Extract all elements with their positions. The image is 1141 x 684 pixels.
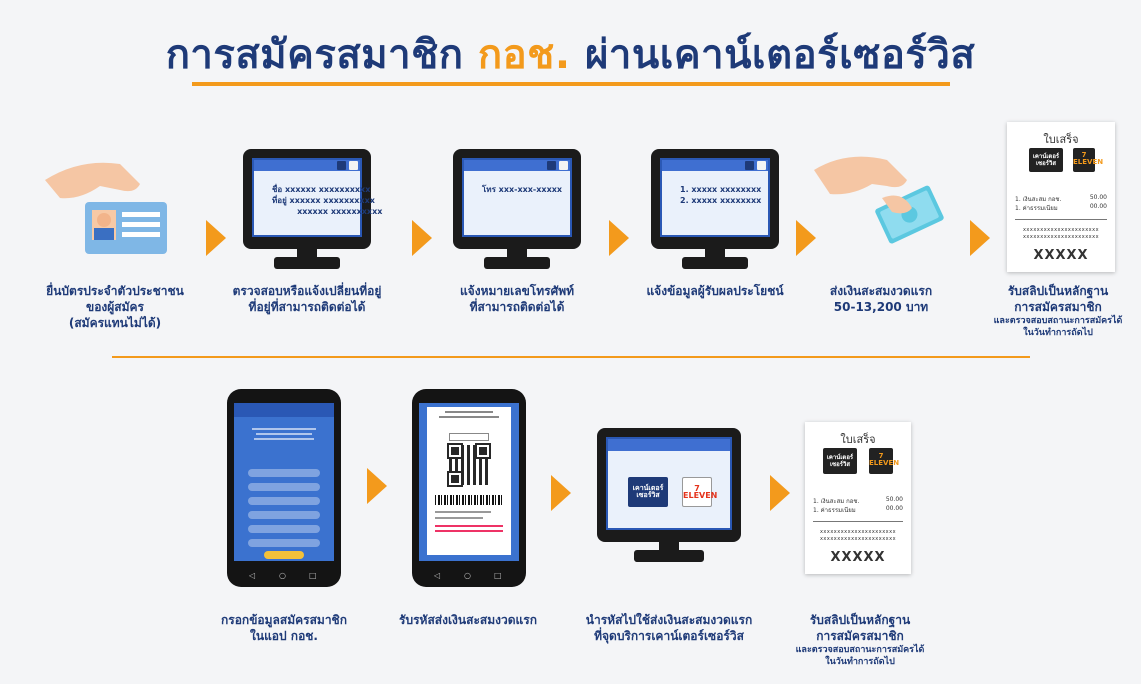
counter-service-logo: เคาน์เตอร์ เซอร์วิส xyxy=(1029,148,1063,172)
arrow-icon xyxy=(796,220,816,256)
step-top-5-caption: ส่งเงินสะสมงวดแรก 50-13,200 บาท xyxy=(829,284,933,314)
receipt-code: XXXXX xyxy=(1033,248,1089,263)
receipt-top: ใบเสร็จ เคาน์เตอร์ เซอร์วิส 7 ELEVEN 1. … xyxy=(1007,122,1115,272)
submit-button xyxy=(264,551,304,559)
seven-eleven-logo: 7 ELEVEN xyxy=(869,448,899,474)
step-top-2-caption: ตรวจสอบหรือแจ้งเปลี่ยนที่อยู่ ที่อยู่ที่… xyxy=(232,284,382,314)
step-bottom-1-caption: กรอกข้อมูลสมัครสมาชิก ในแอป กอช. xyxy=(221,613,347,643)
arrow-icon xyxy=(412,220,432,256)
receipt-title: ใบเสร็จ xyxy=(840,433,876,446)
arrow-icon xyxy=(770,475,790,511)
phone-app-form: ◁○□ xyxy=(227,389,341,587)
seven-eleven-logo: 7 ELEVEN xyxy=(682,477,717,507)
step-bottom-2-caption: รับรหัสส่งเงินสะสมงวดแรก xyxy=(399,613,537,627)
id-card-hand-icon xyxy=(40,150,180,260)
arrow-icon xyxy=(551,475,571,511)
arrow-icon xyxy=(367,468,387,504)
seven-eleven-logo: 7 ELEVEN xyxy=(1073,148,1103,172)
step-bottom-4-caption: รับสลิปเป็นหลักฐาน การสมัครสมาชิก และตรว… xyxy=(795,613,925,667)
arrow-icon xyxy=(206,220,226,256)
cash-hand-icon xyxy=(812,150,952,260)
step-top-4-caption: แจ้งข้อมูลผู้รับผลประโยชน์ xyxy=(646,284,784,298)
section-divider xyxy=(112,356,1030,358)
monitor-screen-text: ชื่อ xxxxxx xxxxxxxxxx ที่อยู่ xxxxxx xx… xyxy=(272,185,383,216)
step-top-3-caption: แจ้งหมายเลขโทรศัพท์ ที่สามารถติดต่อได้ xyxy=(459,284,575,314)
arrow-icon xyxy=(609,220,629,256)
arrow-icon xyxy=(970,220,990,256)
step-bottom-3-caption: นำรหัสไปใช้ส่งเงินสะสมงวดแรก ที่จุดบริกา… xyxy=(585,613,753,643)
receipt-code: XXXXX xyxy=(830,550,886,565)
monitor-screen-text: โทร xxx-xxx-xxxxx xyxy=(482,185,563,194)
title-highlight: กอช. xyxy=(477,32,571,78)
phone-qr-code: ◁○□ xyxy=(412,389,526,587)
counter-service-logo: เคาน์เตอร์ เซอร์วิส xyxy=(823,448,857,474)
title-underline xyxy=(192,82,950,86)
receipt-bottom: ใบเสร็จ เคาน์เตอร์ เซอร์วิส 7 ELEVEN 1. … xyxy=(805,422,911,574)
monitor-screen-text: 1. xxxxx xxxxxxxx 2. xxxxx xxxxxxxx xyxy=(680,185,762,205)
receipt-title: ใบเสร็จ xyxy=(1043,133,1079,146)
qr-code-icon xyxy=(447,443,491,487)
counter-service-logo: เคาน์เตอร์ เซอร์วิส xyxy=(628,477,668,507)
barcode-icon xyxy=(435,495,503,505)
step-top-6-caption: รับสลิปเป็นหลักฐาน การสมัครสมาชิก และตรว… xyxy=(993,284,1123,338)
step-top-1-caption: ยื่นบัตรประจำตัวประชาชน ของผู้สมัคร (สมั… xyxy=(46,284,184,330)
page-title: การสมัครสมาชิก กอช. ผ่านเคาน์เตอร์เซอร์ว… xyxy=(165,32,976,78)
